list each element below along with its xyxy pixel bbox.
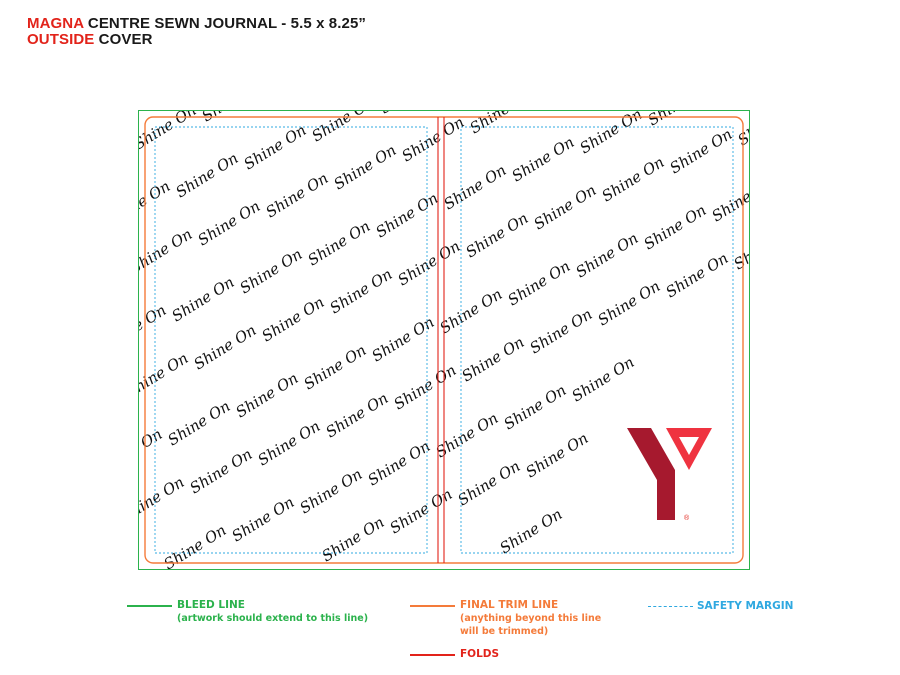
legend-safety: SAFETY MARGIN [697, 600, 793, 613]
safety-margin-back [154, 126, 428, 554]
shine-on-text: Shine On [509, 133, 578, 185]
shine-on-text: Shine On [263, 169, 332, 221]
legend-trim-note-2: will be trimmed) [460, 626, 549, 637]
page-title: MAGNA CENTRE SEWN JOURNAL - 5.5 x 8.25” … [27, 16, 366, 48]
shine-on-text: Shine On [138, 177, 173, 229]
trim-line-swatch [410, 605, 455, 607]
shine-on-text: Shine On [527, 305, 596, 357]
shine-on-text: Shine On [138, 225, 195, 277]
shine-on-text: Shine On [599, 153, 668, 205]
shine-on-text: Shine On [331, 141, 400, 193]
legend-trim-note-1: (anything beyond this line [460, 613, 602, 624]
legend-folds: FOLDS [460, 648, 499, 661]
shine-on-text: Shine On [138, 301, 169, 353]
shine-on-text: Shine On [467, 110, 536, 137]
legend-bleed-label: BLEED LINE [177, 599, 245, 611]
shine-on-text: Shine On [441, 161, 510, 213]
title-outside: OUTSIDE [27, 31, 95, 48]
legend-bleed: BLEED LINE (artwork should extend to thi… [177, 599, 368, 625]
shine-on-text: Shine On [391, 361, 460, 413]
shine-on-text: Shine On [138, 349, 191, 401]
shine-on-text: Shine On [169, 273, 238, 325]
shine-on-text: Shine On [173, 149, 242, 201]
title-cover: COVER [98, 31, 153, 48]
shine-on-text: Shine On [229, 493, 298, 545]
shine-on-text: Shine On [523, 429, 592, 481]
legend-trim: FINAL TRIM LINE (anything beyond this li… [460, 599, 601, 638]
shine-on-text: Shine On [187, 445, 256, 497]
shine-on-text: Shine On [569, 353, 638, 405]
shine-on-text: Shine On [645, 110, 714, 129]
shine-on-text: Shine On [497, 505, 566, 557]
shine-on-text: Shine On [709, 173, 750, 225]
shine-on-text: Shine On [501, 381, 570, 433]
shine-on-text: Shine On [365, 437, 434, 489]
shine-on-text: Shine On [459, 333, 528, 385]
shine-on-text: Shine On [377, 110, 446, 117]
shine-on-text: Shine On [191, 321, 260, 373]
title-magna: MAGNA [27, 15, 84, 32]
shine-on-text: Shine On [323, 389, 392, 441]
shine-on-text: Shine On [667, 125, 736, 177]
bleed-line-swatch [127, 605, 172, 607]
shine-on-text: Shine On [595, 277, 664, 329]
ymca-y-logo-icon: ® [627, 428, 712, 522]
shine-on-text: Shine On [301, 341, 370, 393]
title-line-1: MAGNA CENTRE SEWN JOURNAL - 5.5 x 8.25” [27, 16, 366, 32]
shine-on-text: Shine On [437, 285, 506, 337]
shine-on-text: Shine On [573, 229, 642, 281]
legend-bleed-note: (artwork should extend to this line) [177, 613, 369, 624]
shine-on-text: Shine On [319, 513, 388, 565]
safety-margin-front [460, 126, 734, 554]
shine-on-text: Shine On [531, 181, 600, 233]
shine-on-text: Shine On [237, 245, 306, 297]
shine-on-text: Shine On [373, 189, 442, 241]
shine-on-text: Shine On [505, 257, 574, 309]
shine-on-text: Shine On [138, 425, 165, 477]
title-line-2: OUTSIDE COVER [27, 32, 366, 48]
safety-margin-swatch [648, 606, 693, 607]
shine-on-text: Shine On [735, 110, 750, 149]
shine-on-text: Shine On [195, 197, 264, 249]
shine-on-text: Shine On [663, 249, 732, 301]
title-product: CENTRE SEWN JOURNAL - 5.5 x 8.25” [87, 15, 366, 32]
shine-on-text: Shine On [463, 209, 532, 261]
shine-on-text: Shine On [395, 237, 464, 289]
bleed-line [138, 110, 750, 570]
folds-swatch [410, 654, 455, 656]
legend-trim-label: FINAL TRIM LINE [460, 599, 559, 611]
shine-on-text: Shine On [433, 409, 502, 461]
legend-folds-label: FOLDS [460, 648, 500, 660]
shine-on-text: Shine On [309, 110, 378, 145]
shine-on-text: Shine On [387, 485, 456, 537]
shine-on-text: Shine On [241, 121, 310, 173]
registered-mark: ® [684, 514, 690, 522]
shine-on-text: Shine On [297, 465, 366, 517]
shine-on-text: Shine On [641, 201, 710, 253]
shine-on-text: Shine On [455, 457, 524, 509]
shine-on-text: Shine On [165, 397, 234, 449]
shine-on-text: Shine On [305, 217, 374, 269]
shine-on-text: Shine On [255, 417, 324, 469]
shine-on-text: Shine On [731, 221, 750, 273]
shine-on-text: Shine On [233, 369, 302, 421]
shine-on-text: Shine On [399, 113, 468, 165]
shine-on-text: Shine On [259, 293, 328, 345]
shine-on-text: Shine On [327, 265, 396, 317]
legend-safety-label: SAFETY MARGIN [697, 600, 794, 612]
